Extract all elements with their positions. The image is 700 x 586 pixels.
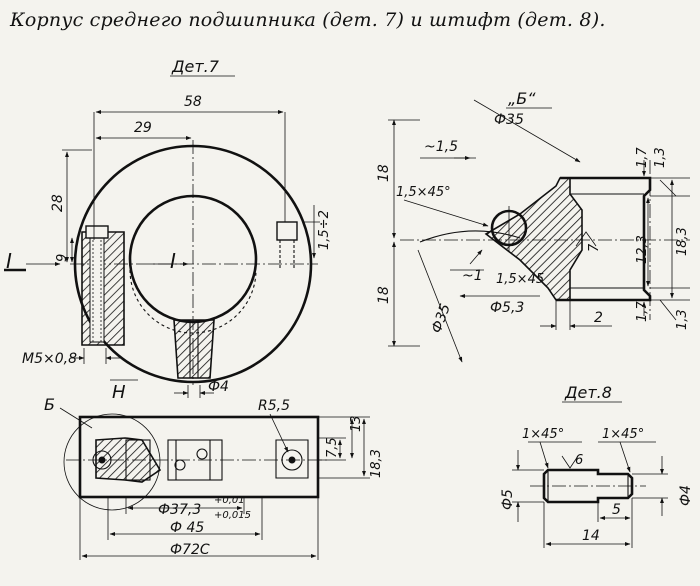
top-view-outline <box>78 415 320 499</box>
inner-slot-left <box>125 439 151 481</box>
det7-label: Дет.7 <box>171 57 220 76</box>
dim-17b: 1,7 <box>635 301 650 322</box>
section-mark-left: I <box>6 249 12 273</box>
lug-right-outline <box>275 439 309 479</box>
tol-lower: +0,015 <box>214 510 251 521</box>
dim-13b: 1,3 <box>675 309 690 330</box>
dim-1: ~1 <box>462 268 483 284</box>
dim-phi35-side: Ф35 <box>429 302 454 336</box>
screw-hole-left <box>89 231 105 343</box>
roughness-symbol <box>575 231 597 247</box>
dim-13a-leader <box>659 179 677 197</box>
small-hole-top <box>196 448 208 460</box>
pin-dim-phi4: Ф4 <box>678 485 694 506</box>
bottom-section-hatch <box>173 319 215 379</box>
chamfer-a-leader <box>403 199 489 227</box>
pin-dim-5: 5 <box>612 502 621 518</box>
pin-dim-phi5: Ф5 <box>500 489 516 510</box>
view-h-label: H <box>112 382 126 403</box>
pin-chamfer-left-leader <box>539 441 549 469</box>
dim-phi4: Ф4 <box>208 379 229 395</box>
small-hole-bottom <box>174 459 186 471</box>
roughness-value: 7 <box>587 243 602 252</box>
detail-b-callout-circle <box>63 413 161 511</box>
chamfer-15x45-b: 1,5×45 <box>496 272 544 287</box>
det8-label: Дет.8 <box>564 383 612 402</box>
pin-roughness-value: 6 <box>575 453 583 468</box>
pin-dim-14: 14 <box>582 528 600 544</box>
dim-phi53: Ф5,3 <box>490 300 524 316</box>
dim-13b-leader <box>659 299 677 321</box>
pin-chamfer-right-leader <box>619 441 631 473</box>
bore-arc <box>419 230 521 243</box>
det7-front-view: Дет.7 <box>4 57 332 403</box>
pin-chamfer-right-label: 1×45° <box>602 427 644 442</box>
tol-upper: +0,01 <box>214 495 245 506</box>
dim-1-arrow <box>469 249 483 265</box>
inner-slot-center <box>167 439 223 481</box>
drawing-caption: Корпус среднего подшипника (дет. 7) и шт… <box>10 9 606 31</box>
dim-183-detail: 18,3 <box>675 227 690 256</box>
lug-right-hole <box>281 449 303 471</box>
pin-roughness-symbol <box>561 455 579 469</box>
dim-123: 12,3 <box>635 235 650 264</box>
dim-28: 28 <box>50 194 66 212</box>
dim-183: 18,3 <box>369 449 384 478</box>
phi35-side-leader <box>417 249 463 363</box>
dim-18-bottom: 18 <box>376 286 392 304</box>
screw-head-left <box>85 225 109 239</box>
section-mark-center: I <box>170 249 176 273</box>
detail-b-view: „Б“ 18 18 Ф35 ~1,5 <box>376 89 690 363</box>
dim-phi72: Ф72С <box>170 542 210 558</box>
screw-head-right <box>276 221 298 241</box>
dim-15: ~1,5 <box>424 139 458 155</box>
lug-left-hole <box>92 450 112 470</box>
detail-b-callout: Б <box>44 395 55 414</box>
dim-18-top: 18 <box>376 164 392 182</box>
lug-right-hole-center <box>288 456 296 464</box>
pin-chamfer-left-label: 1×45° <box>522 427 564 442</box>
dim-75: 7,5 <box>325 437 340 458</box>
dim-phi373: Ф37,3 <box>158 502 201 518</box>
dim-r55: R5,5 <box>258 398 290 414</box>
thread-m5: M5×0,8 <box>22 351 77 367</box>
lug-left-hatch <box>95 437 162 483</box>
dim-13a: 1,3 <box>653 147 668 168</box>
dim-2: 2 <box>594 310 603 326</box>
det7-top-view: Б R5,5 7,5 13 18,3 <box>44 395 384 560</box>
phi35-top-leader <box>473 99 581 163</box>
r55-leader <box>269 413 289 453</box>
dim-13: 13 <box>349 415 364 432</box>
det8-pin-view: Дет.8 1×45° 1×45° 6 Ф5 <box>500 383 694 548</box>
dim-15-2: 1,5÷2 <box>317 210 332 250</box>
dim-29: 29 <box>134 120 152 136</box>
callout-b-leader <box>59 407 93 429</box>
detail-b-label: „Б“ <box>508 89 536 108</box>
dim-17a: 1,7 <box>635 147 650 168</box>
dim-9: 9 <box>55 254 70 262</box>
lug-left-hole-center <box>98 456 106 464</box>
dim-58: 58 <box>184 94 202 110</box>
dim-phi45: Ф 45 <box>170 520 204 536</box>
chamfer-15x45-a: 1,5×45° <box>396 185 451 200</box>
